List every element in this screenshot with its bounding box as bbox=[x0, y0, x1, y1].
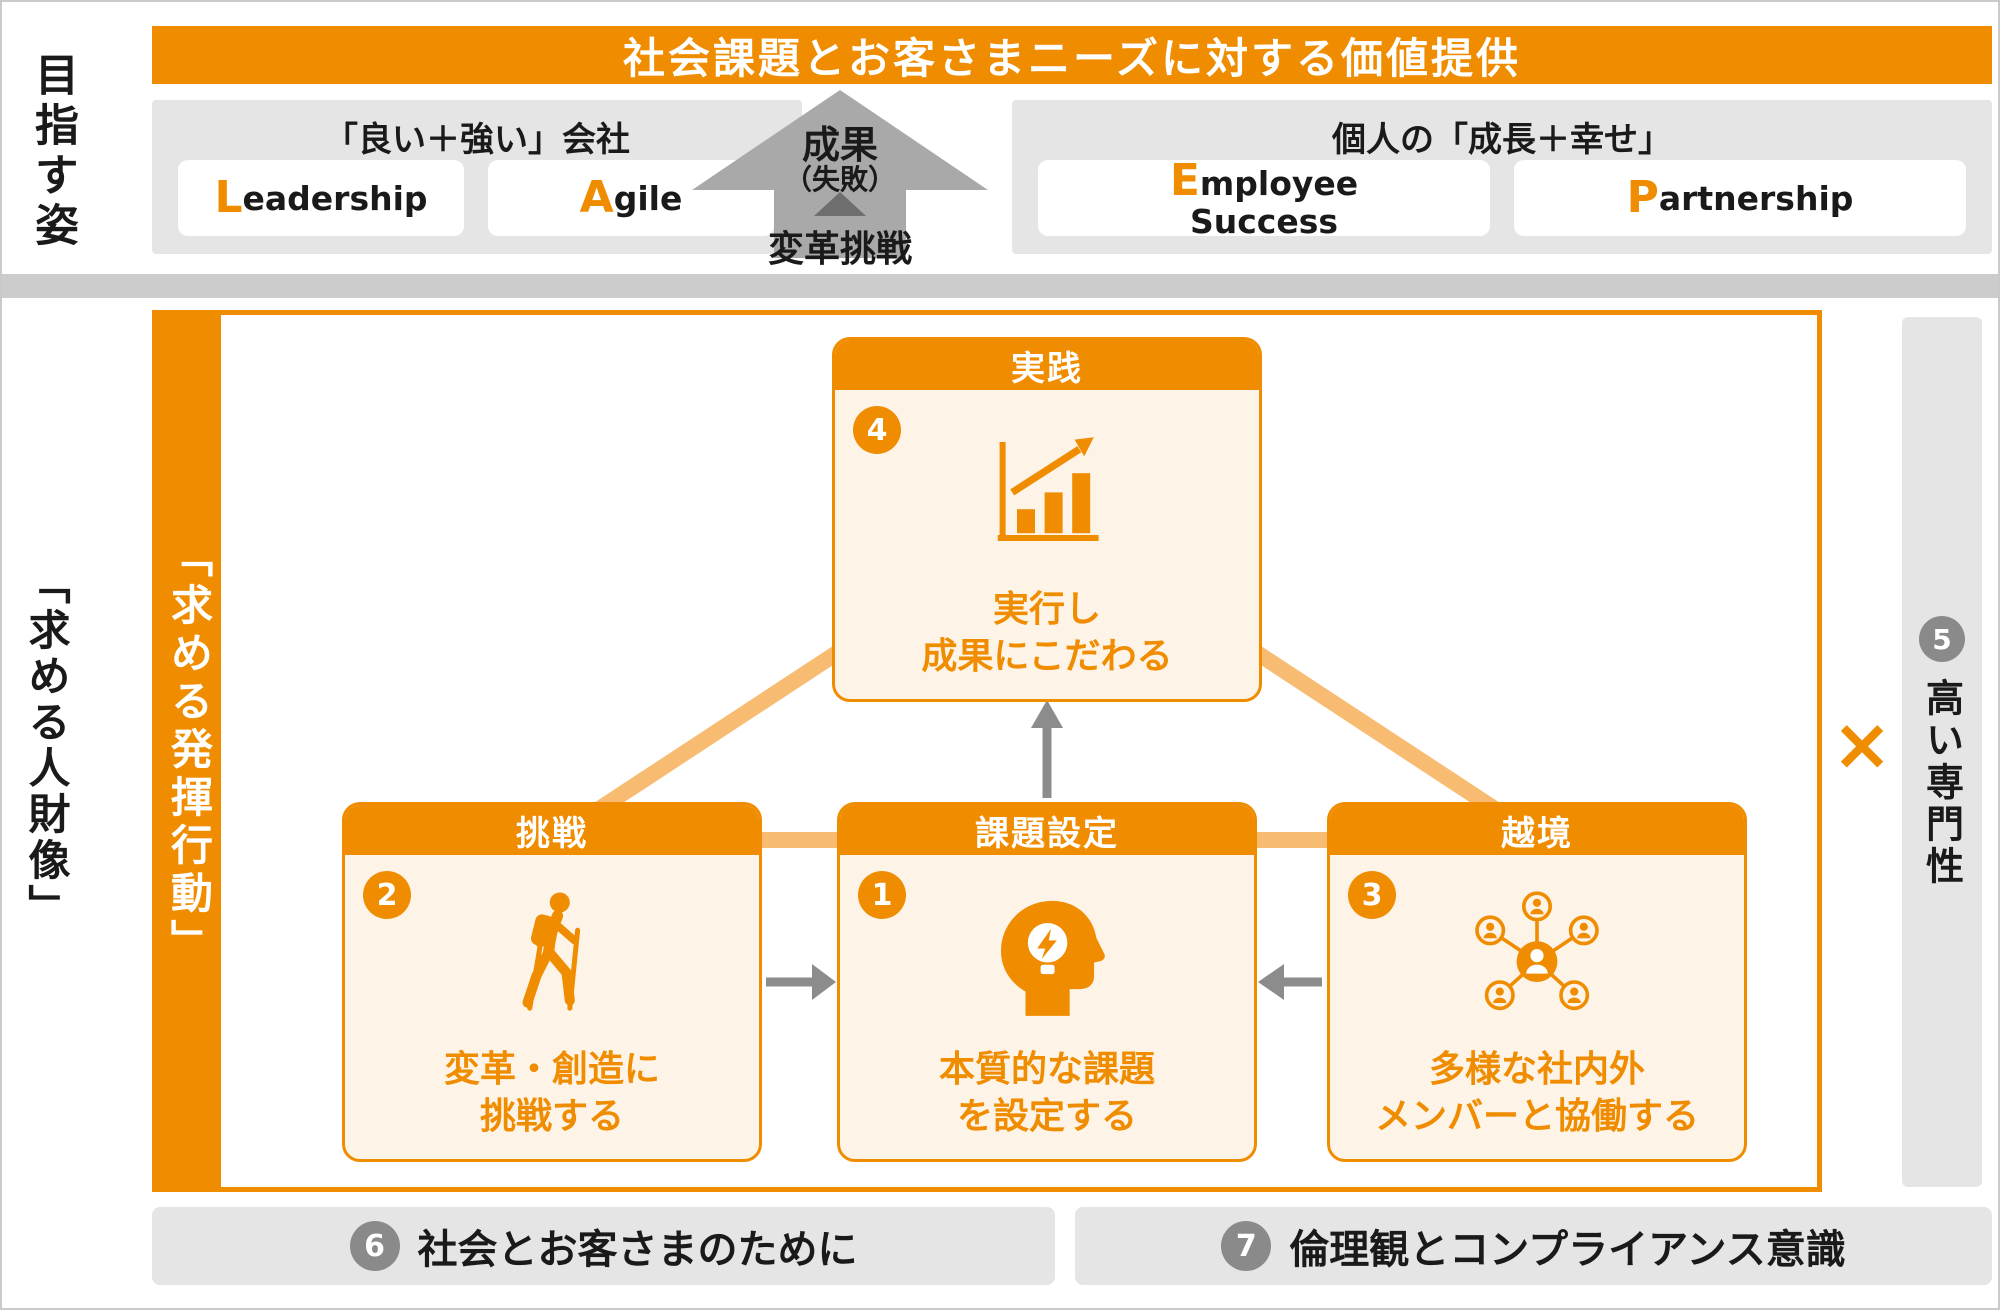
aspiration-side-label: 目指す姿 bbox=[27, 52, 78, 252]
agile-label: gile bbox=[613, 178, 683, 218]
card-challenge-line2: 挑戦する bbox=[479, 1096, 624, 1138]
card-practice: 実践 4 実行し 成果にこだわる bbox=[832, 337, 1262, 702]
card-problem-text: 本質的な課題 を設定する bbox=[939, 1046, 1155, 1159]
card-challenge-header: 挑戦 bbox=[345, 805, 759, 855]
foundation-bar-society: 6 社会とお客さまのために bbox=[152, 1207, 1055, 1285]
agile-initial: A bbox=[579, 172, 614, 223]
partnership-initial: P bbox=[1626, 172, 1659, 223]
foundation-ethics-label: 倫理観とコンプライアンス意識 bbox=[1289, 1227, 1846, 1273]
card-challenge: 挑戦 2 変革・創造に 挑戦する bbox=[342, 802, 762, 1162]
card-crossborder-line2: メンバーと協働する bbox=[1374, 1096, 1699, 1138]
arrow-challenge-label: 変革挑戦 bbox=[767, 229, 912, 270]
card-crossborder-header: 越境 bbox=[1330, 805, 1744, 855]
big-up-arrow-icon bbox=[692, 90, 988, 258]
card-challenge-number: 2 bbox=[363, 871, 411, 919]
card-crossborder-number: 3 bbox=[1348, 871, 1396, 919]
talent-side-label: 「求める人財像」 bbox=[22, 562, 71, 930]
card-crossborder-body: 3 bbox=[1330, 855, 1744, 1159]
behavior-bar-label: 「求める発揮行動」 bbox=[164, 535, 214, 967]
card-practice-header: 実践 bbox=[835, 340, 1259, 390]
arrow-result-label: 成果 bbox=[801, 123, 878, 167]
card-crossborder-text: 多様な社内外 メンバーと協働する bbox=[1375, 1046, 1699, 1159]
foundation-bar-ethics: 7 倫理観とコンプライアンス意識 bbox=[1075, 1207, 1992, 1285]
bar-chart-icon bbox=[981, 390, 1113, 586]
partnership-rest: artnership bbox=[1658, 178, 1854, 218]
leadership-initial: L bbox=[214, 172, 243, 223]
card-crossborder: 越境 3 bbox=[1327, 802, 1747, 1162]
head-lightbulb-icon bbox=[986, 855, 1108, 1046]
behavior-bar: 「求める発揮行動」 bbox=[157, 315, 221, 1187]
card-challenge-text: 変革・創造に 挑戦する bbox=[444, 1046, 660, 1159]
card-practice-body: 4 実行し 成果にこだわる bbox=[835, 390, 1259, 699]
card-crossborder-line1: 多様な社内外 bbox=[1428, 1048, 1645, 1090]
foundation-ethics-number: 7 bbox=[1221, 1221, 1272, 1271]
card-problem-line2: を設定する bbox=[956, 1096, 1137, 1138]
employee-rest: mployee bbox=[1199, 163, 1359, 203]
card-practice-line2: 成果にこだわる bbox=[921, 636, 1173, 678]
foundation-society-label: 社会とお客さまのために bbox=[417, 1227, 858, 1273]
card-problem-line1: 本質的な課題 bbox=[938, 1048, 1155, 1090]
expertise-bar: 5 高い専門性 bbox=[1902, 317, 1982, 1187]
multiply-symbol: × bbox=[1831, 702, 1893, 786]
card-problem-body: 1 本質的な課題 を設定する bbox=[840, 855, 1254, 1159]
card-practice-text: 実行し 成果にこだわる bbox=[921, 586, 1172, 699]
up-arrow-icon bbox=[1031, 700, 1063, 728]
company-box-title: 「良い＋強い」会社 bbox=[324, 120, 630, 160]
expertise-number: 5 bbox=[1919, 616, 1965, 662]
card-problem: 課題設定 1 本質的な課題 を設定する bbox=[837, 802, 1257, 1162]
card-practice-line1: 実行し bbox=[992, 588, 1101, 630]
card-challenge-body: 2 変革・創造に 挑戦する bbox=[345, 855, 759, 1159]
foundation-society-number: 6 bbox=[349, 1221, 400, 1271]
employee-initial: E bbox=[1169, 154, 1200, 206]
card-problem-header: 課題設定 bbox=[840, 805, 1254, 855]
expertise-label: 高い専門性 bbox=[1919, 678, 1964, 888]
people-network-icon bbox=[1471, 855, 1603, 1046]
employee-line2: Success bbox=[1189, 201, 1339, 241]
left-arrow-icon bbox=[1258, 964, 1284, 1000]
small-up-triangle-icon bbox=[814, 192, 866, 216]
card-problem-number: 1 bbox=[858, 871, 906, 919]
hiker-icon bbox=[496, 855, 608, 1046]
section-divider bbox=[2, 274, 1998, 298]
value-banner: 社会課題とお客さまニーズに対する価値提供 bbox=[152, 26, 1992, 84]
personal-box-title: 個人の「成長＋幸せ」 bbox=[1332, 120, 1672, 160]
card-challenge-line1: 変革・創造に bbox=[443, 1048, 660, 1090]
leadership-label: eadership bbox=[242, 178, 428, 218]
card-practice-number: 4 bbox=[853, 406, 901, 454]
arrow-failure-label: （失敗） bbox=[783, 163, 896, 196]
flow-arrows bbox=[766, 726, 1322, 987]
right-arrow-icon bbox=[812, 964, 836, 1000]
